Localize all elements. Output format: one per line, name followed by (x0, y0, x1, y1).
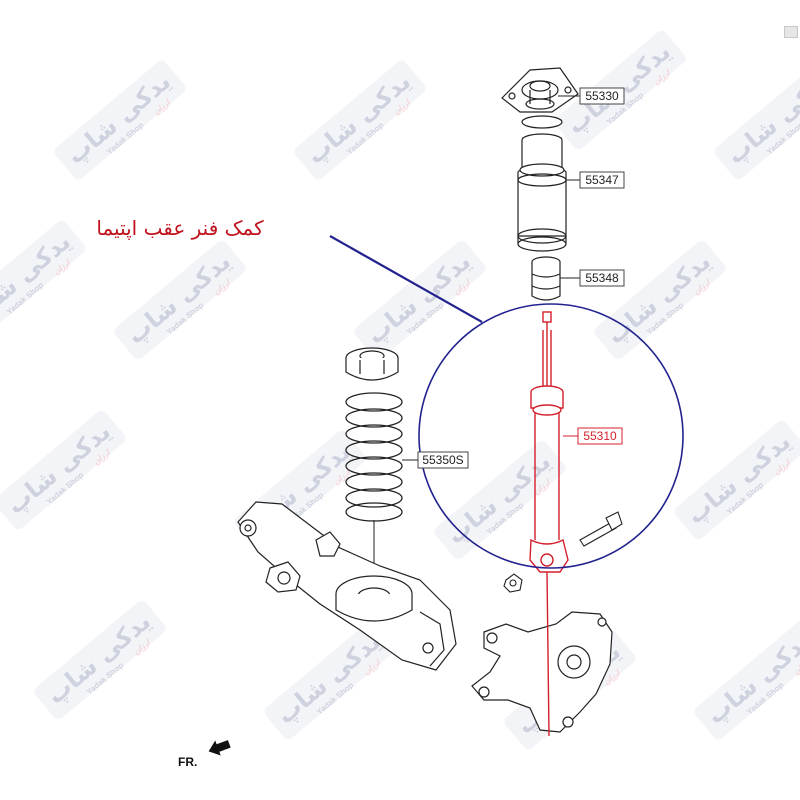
svg-text:55347: 55347 (585, 173, 619, 187)
label-55347: 55347 (566, 171, 625, 189)
coil-spring-part[interactable] (345, 392, 403, 590)
dust-boot-part[interactable] (517, 133, 567, 252)
front-arrow-icon (208, 740, 231, 756)
svg-text:55350S: 55350S (422, 453, 463, 467)
rear-knuckle-part[interactable] (471, 611, 613, 733)
front-direction-indicator: FR. (178, 740, 231, 769)
shock-absorber-part[interactable] (529, 311, 569, 737)
label-55348: 55348 (560, 269, 625, 287)
label-55350S: 55350S (402, 451, 469, 469)
callout-circle (418, 303, 684, 569)
callout-title: کمک فنر عقب اپتیما (96, 216, 264, 241)
bump-stopper-part[interactable] (531, 256, 561, 301)
scroll-indicator[interactable] (784, 26, 798, 38)
svg-text:55348: 55348 (585, 271, 619, 285)
spring-pad-part[interactable] (345, 347, 399, 381)
callout-pointer-line (329, 235, 483, 323)
lower-control-arm-part[interactable] (237, 501, 457, 671)
svg-text:55330: 55330 (585, 89, 619, 103)
label-55330: 55330 (558, 87, 625, 105)
svg-text:FR.: FR. (178, 755, 197, 769)
svg-text:55310: 55310 (583, 429, 617, 443)
label-55310: 55310 (563, 427, 623, 445)
mounting-bolt-part[interactable] (503, 511, 623, 593)
top-mount-part[interactable] (501, 67, 579, 129)
